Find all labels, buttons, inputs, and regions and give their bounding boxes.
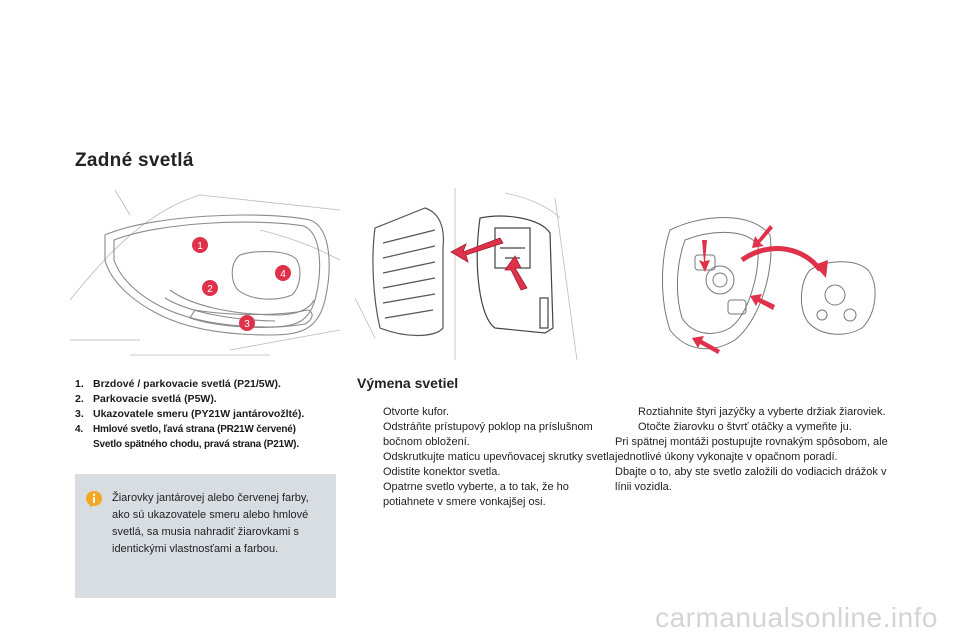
bullet-icon [360,405,383,420]
tab-arrow-icon [750,294,775,310]
step-item: Opatrne svetlo vyberte, a to tak, že ho … [360,480,622,510]
svg-text:1: 1 [197,241,203,252]
info-note: Žiarovky jantárovej alebo červenej farby… [75,474,336,598]
svg-text:2: 2 [207,284,213,295]
rear-light-diagram: 1 2 3 4 [69,189,341,360]
bulb-marker-4: 4 [275,265,291,281]
note-text: Žiarovky jantárovej alebo červenej farby… [112,492,309,555]
bulb-list: 1. Brzdové / parkovacie svetlá (P21/5W).… [75,377,345,452]
bulb-holder-diagram [640,210,890,370]
bullet-icon [360,480,383,510]
step-item: Odistite konektor svetla. [360,465,622,480]
pull-arrow-icon [450,237,504,263]
list-item: 1. Brzdové / parkovacie svetlá (P21/5W). [75,378,281,390]
bulb-marker-1: 1 [192,237,208,253]
step-item: Otvorte kufor. [360,405,622,420]
tab-arrow-icon [752,225,773,248]
tab-arrow-icon [692,336,720,354]
bullet-icon [360,465,383,480]
push-arrow-icon [504,255,528,291]
bullet-icon [360,450,383,465]
rotate-arrow-icon [740,246,828,278]
bullet-icon [615,405,638,420]
steps-list: Otvorte kufor. Odstráňte prístupový pokl… [360,405,622,510]
list-item: 3. Ukazovatele smeru (PY21W jantárovožlt… [75,408,305,420]
section-heading: Výmena svetiel [357,375,459,391]
bulb-marker-2: 2 [202,280,218,296]
svg-text:3: 3 [244,319,250,330]
step-item: Odstráňte prístupový poklop na príslušno… [360,420,622,450]
bulb-marker-3: 3 [239,315,255,331]
tab-arrow-icon [699,240,710,272]
bullet-icon [360,420,383,450]
list-item-text: Svetlo spätného chodu, pravá strana (P21… [93,439,299,450]
svg-text:4: 4 [280,269,286,280]
steps-list: Roztiahnite štyri jazýčky a vyberte drži… [615,405,905,495]
page-title: Zadné svetlá [75,150,194,171]
list-item-text: Hmlové svetlo, ľavá strana (PR21W červen… [93,424,296,435]
watermark: carmanualsonline.info [655,602,938,633]
guide-instructions: Dbajte o to, aby ste svetlo založili do … [615,466,887,493]
refit-instructions: Pri spätnej montáži postupujte rovnakým … [615,436,888,463]
list-item: 2. Parkovacie svetlá (P5W). [75,393,217,405]
step-item: Otočte žiarovku o štvrť otáčky a vymeňte… [615,420,905,435]
bullet-icon [615,420,638,435]
list-item: 4. Hmlové svetlo, ľavá strana (PR21W čer… [75,422,345,452]
step-item: Roztiahnite štyri jazýčky a vyberte drži… [615,405,905,420]
access-flap-diagram [354,188,580,361]
step-item: Odskrutkujte maticu upevňovacej skrutky … [360,450,622,465]
access-flap [372,207,445,337]
info-icon [86,491,102,508]
